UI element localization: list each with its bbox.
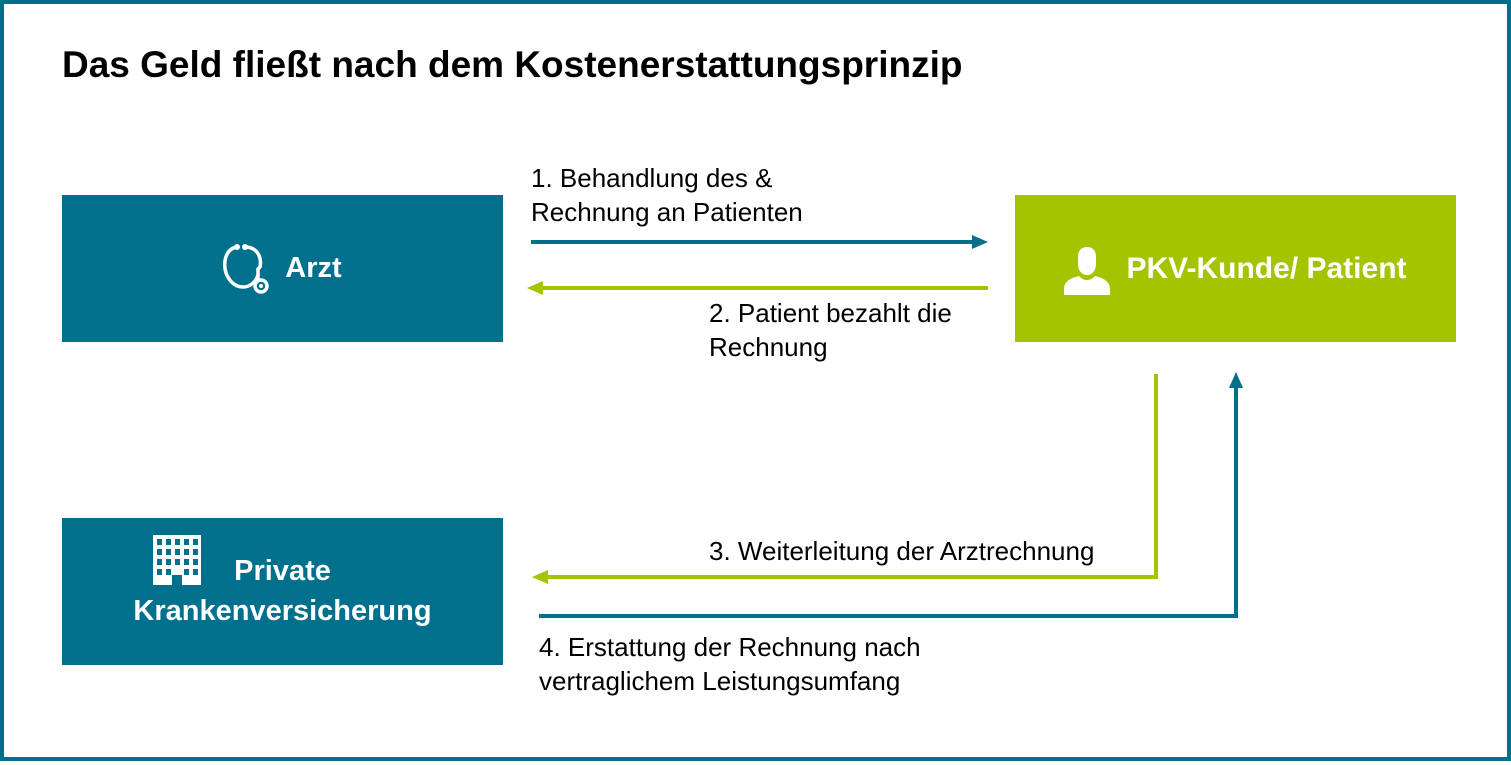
step-2-label: 2. Patient bezahlt die Rechnung bbox=[709, 296, 952, 364]
stethoscope-icon bbox=[223, 241, 271, 299]
building-icon bbox=[153, 535, 201, 585]
step-1-label: 1. Behandlung des & Rechnung an Patiente… bbox=[531, 161, 803, 229]
arrow-4-erstattung bbox=[539, 372, 1243, 618]
pkv-box: Private Krankenversicherung bbox=[62, 518, 503, 665]
patient-box: PKV-Kunde/ Patient bbox=[1015, 195, 1456, 342]
arrow-2-bezahlung bbox=[527, 281, 988, 295]
step-2-line1: 2. Patient bezahlt die bbox=[709, 298, 952, 328]
arrow-3-weiterleitung bbox=[532, 374, 1158, 584]
arzt-box: Arzt bbox=[62, 195, 503, 342]
step-1-line2: Rechnung an Patienten bbox=[531, 197, 803, 227]
arzt-label: Arzt bbox=[285, 252, 342, 284]
step-1-line1: 1. Behandlung des & bbox=[531, 163, 773, 193]
patient-label: PKV-Kunde/ Patient bbox=[1126, 251, 1407, 285]
step-4-label: 4. Erstattung der Rechnung nach vertragl… bbox=[539, 630, 921, 698]
step-3-line1: 3. Weiterleitung der Arztrechnung bbox=[709, 536, 1095, 566]
arrow-1-behandlung bbox=[531, 235, 988, 249]
pkv-label-line2: Krankenversicherung bbox=[133, 594, 432, 627]
step-4-line2: vertraglichem Leistungsumfang bbox=[539, 666, 901, 696]
step-2-line2: Rechnung bbox=[709, 332, 828, 362]
step-4-line1: 4. Erstattung der Rechnung nach bbox=[539, 632, 921, 662]
pkv-label-line1: Private bbox=[234, 555, 331, 588]
pkv-label: Private Krankenversicherung bbox=[133, 552, 431, 630]
step-3-label: 3. Weiterleitung der Arztrechnung bbox=[709, 534, 1094, 568]
arrows-layer bbox=[527, 235, 1243, 618]
diagram-title: Das Geld fließt nach dem Kostenerstattun… bbox=[62, 44, 963, 85]
person-icon bbox=[1064, 246, 1111, 295]
